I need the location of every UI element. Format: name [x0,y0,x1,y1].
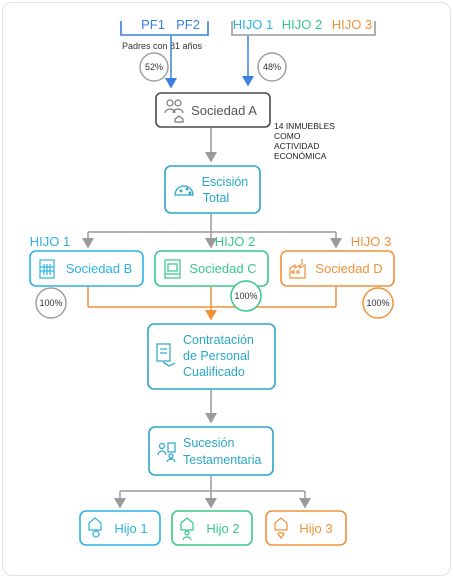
escision-node: Escisión Total [164,165,261,214]
building-icon [39,259,55,279]
split-icon [174,185,194,196]
owner-hijo2: HIJO 2 [215,234,255,249]
heir-hijo3-node: Hijo 3 [265,510,347,546]
sucesion-line1: Sucesión [183,436,234,450]
heir-hijo2-node: Hijo 2 [171,510,253,546]
parents-group: PF1 PF2 Padres con 81 años 52% [120,17,209,89]
parents-pct: 52% [145,62,163,72]
children-hijo2-label: HIJO 2 [282,17,322,32]
contratacion-line1: Contratación [183,333,254,347]
children-group: HIJO 1 HIJO 2 HIJO 3 48% [231,17,376,87]
heir-hijo1-node: Hijo 1 [79,510,161,546]
sucesion-line2: Testamentaria [183,453,262,467]
branch-connectors [82,214,342,249]
heir-hijo2-label: Hijo 2 [206,521,239,536]
contratacion-line3: Cualificado [183,365,245,379]
heir-hijo3-label: Hijo 3 [299,521,332,536]
parents-caption: Padres con 81 años [122,41,203,51]
pct-c: 100% [234,291,257,301]
house-heart-icon [274,517,288,539]
pct-circle-b [35,287,67,319]
sociedad-a-note: 14 INMUEBLES COMO ACTIVIDAD ECONÓMICA [274,121,335,161]
note-line-2: COMO [274,131,301,141]
sociedad-a-label: Sociedad A [191,103,257,118]
merge-connectors [87,287,337,321]
diagram-frame: PF1 PF2 Padres con 81 años 52% HIJO 1 HI… [2,2,451,576]
pct-circle-c [230,280,262,312]
flow-diagram: PF1 PF2 Padres con 81 años 52% HIJO 1 HI… [29,17,395,546]
note-line-4: ECONÓMICA [274,151,327,161]
pf1-label: PF1 [141,17,165,32]
pf2-label: PF2 [176,17,200,32]
sucesion-node: Sucesión Testamentaria [148,426,274,476]
house-person-icon [180,517,194,541]
children-hijo1-label: HIJO 1 [233,17,273,32]
factory-icon [289,259,306,279]
escision-line1: Escisión [202,175,249,189]
sociedad-b-label: Sociedad B [66,261,133,276]
heritage-icon [157,442,176,463]
owner-hijo3: HIJO 3 [351,234,391,249]
heirs-connectors [114,476,311,509]
children-hijo3-label: HIJO 3 [332,17,372,32]
house-tree-icon [88,517,102,538]
pct-b: 100% [39,298,62,308]
pct-circle-d [362,287,394,319]
contratacion-node: Contratación de Personal Cualificado [147,323,276,390]
parents-pct-circle [139,52,169,82]
owner-hijo1: HIJO 1 [30,234,70,249]
people-house-icon [164,99,184,123]
sociedad-d-node: Sociedad D [280,250,395,287]
children-pct: 48% [263,62,281,72]
pct-d: 100% [366,298,389,308]
children-bracket [231,21,376,36]
note-line-1: 14 INMUEBLES [274,121,335,131]
note-line-3: ACTIVIDAD [274,141,319,151]
sociedad-b-node: Sociedad B [29,250,144,287]
sociedad-c-node: Sociedad C [154,250,269,287]
contratacion-line2: de Personal [183,349,250,363]
sociedad-a-node: Sociedad A [155,92,271,128]
contract-icon [156,343,176,367]
escision-line2: Total [203,191,229,205]
parents-bracket [120,21,209,36]
heir-hijo1-label: Hijo 1 [114,521,147,536]
storefront-icon [164,259,181,279]
children-pct-circle [257,52,287,82]
sociedad-c-label: Sociedad C [189,261,256,276]
sociedad-d-label: Sociedad D [315,261,382,276]
